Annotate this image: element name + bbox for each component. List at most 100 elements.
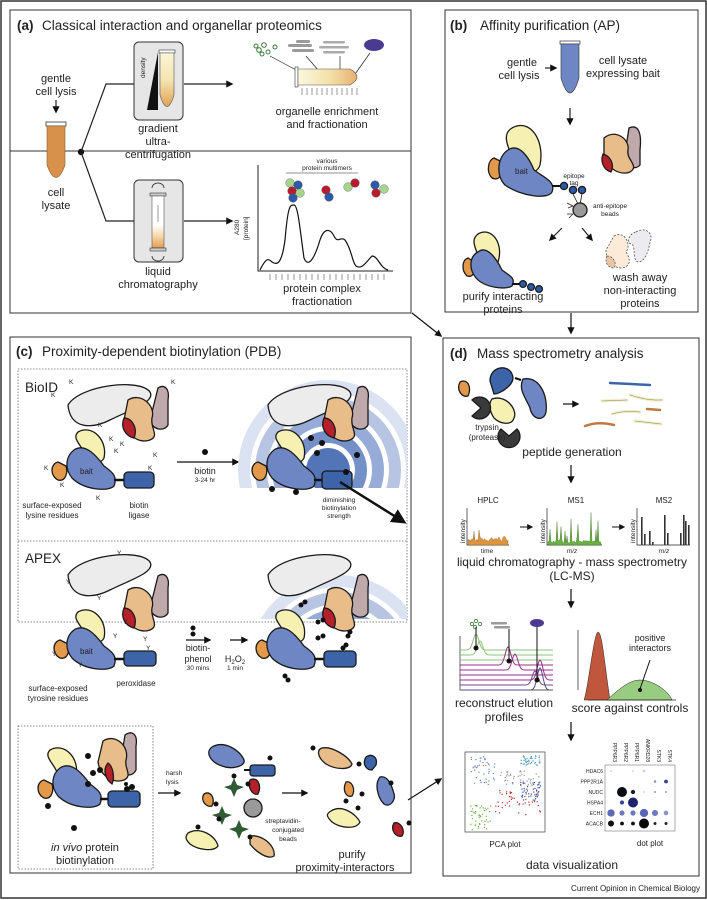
peptide-label: peptide generation <box>522 445 621 459</box>
dotplot-dot <box>653 780 657 783</box>
pca-point <box>538 787 541 789</box>
invivo-protein: protein <box>82 842 119 854</box>
journal-credit: Current Opinion in Chemical Biology <box>571 884 700 893</box>
panel-b: (b) Affinity purification (AP) gentle ce… <box>444 9 699 316</box>
panel-a-title: Classical interaction and organellar pro… <box>42 18 322 33</box>
organelle-label-2: and fractionation <box>286 119 367 131</box>
pca-point <box>478 764 480 766</box>
pca-point <box>528 796 530 798</box>
pca-point <box>495 805 497 807</box>
pca-point <box>518 804 520 806</box>
chromatogram-axes <box>257 165 393 272</box>
pca-point <box>509 792 511 794</box>
streptavidin-capture-icon <box>185 744 276 858</box>
complex-label-2: fractionation <box>292 296 352 308</box>
pca-point <box>504 804 506 806</box>
pca-point <box>533 783 535 786</box>
pca-point <box>537 787 539 789</box>
pca-point <box>526 760 529 762</box>
bait-complex-icon: bait <box>487 125 588 219</box>
biotin-label: biotin <box>194 466 216 476</box>
dotplot-dot <box>631 821 635 826</box>
apex-bait-label: bait <box>80 647 94 656</box>
pca-point <box>521 795 523 797</box>
invivo-box <box>17 725 154 870</box>
pca-label: PCA plot <box>489 840 521 849</box>
svg-text:Y: Y <box>66 579 71 586</box>
hplc-chromatogram: intensity time <box>460 508 509 555</box>
pca-point <box>481 820 483 822</box>
pca-point <box>471 829 473 831</box>
lcms-label: liquid chromatography - mass spectrometr… <box>457 555 687 569</box>
pca-point <box>537 784 539 786</box>
apex-label: APEX <box>25 551 61 566</box>
pca-point <box>499 792 501 794</box>
pca-point <box>522 803 524 805</box>
pca-point <box>510 798 512 800</box>
svg-text:K: K <box>98 422 103 429</box>
pca-point <box>525 762 527 764</box>
pca-point <box>476 805 478 807</box>
pca-point <box>474 769 476 771</box>
dotplot-dot <box>642 769 646 773</box>
b-bait-label: bait <box>515 167 529 176</box>
pca-point <box>500 774 502 776</box>
dotplot-dot <box>664 790 668 794</box>
panel-c-title: Proximity-dependent biotinylation (PDB) <box>42 344 281 359</box>
pca-point <box>539 785 541 787</box>
pca-point <box>529 780 532 782</box>
ms2-ylabel: intensity <box>630 518 637 543</box>
pca-point <box>534 757 536 759</box>
pca-point <box>483 782 485 784</box>
pca-point <box>473 766 475 768</box>
pca-point <box>470 805 472 807</box>
pca-point <box>539 759 541 761</box>
pca-point <box>524 757 526 759</box>
pca-point <box>510 792 513 794</box>
svg-text:Y: Y <box>78 662 83 669</box>
pca-point <box>499 790 501 792</box>
pca-point <box>506 802 508 804</box>
diminishing-label-3: strength <box>327 513 351 520</box>
pca-point <box>489 811 491 813</box>
pca-point <box>523 788 525 790</box>
biotin-labels-bioid <box>269 435 360 495</box>
pca-point <box>486 828 488 830</box>
c-purify-label-2: proximity-interactors <box>295 862 395 874</box>
svg-text:Y: Y <box>97 595 102 602</box>
pca-point <box>534 762 536 764</box>
pca-point <box>516 801 519 803</box>
pca-point <box>482 756 485 758</box>
pca-point <box>531 801 533 803</box>
b-lysate-label-2: expressing bait <box>586 68 660 80</box>
invivo-complex-icon <box>37 732 141 808</box>
pca-point <box>470 823 472 825</box>
pca-point <box>528 793 530 795</box>
svg-text:K: K <box>114 448 119 455</box>
pca-point <box>470 771 472 773</box>
diminishing-label: diminishing <box>323 497 356 504</box>
pca-point <box>487 763 489 765</box>
dotplot-label: dot plot <box>637 839 664 848</box>
dotplot-col-label: STK3 <box>655 749 661 762</box>
pca-point <box>530 761 533 763</box>
bioid-surface-label-2: lysine residues <box>26 511 79 520</box>
apex-surface-label-2: tyrosine residues <box>28 694 88 703</box>
pca-point <box>536 790 538 792</box>
pca-point <box>528 778 530 780</box>
bioid-label: BioID <box>25 380 58 395</box>
dotplot-row-label: HDAC6 <box>586 769 603 775</box>
pca-point <box>481 805 483 807</box>
positive-label: positive <box>635 633 666 643</box>
dotplot-dot <box>664 779 668 784</box>
pca-point <box>527 784 529 786</box>
pca-point <box>525 759 527 761</box>
panel-a-frame <box>9 9 412 314</box>
pca-point <box>488 770 490 772</box>
pca-point <box>538 761 540 763</box>
positive-label-2: interactors <box>629 643 672 653</box>
pca-point <box>525 798 527 801</box>
pca-point <box>484 820 486 822</box>
